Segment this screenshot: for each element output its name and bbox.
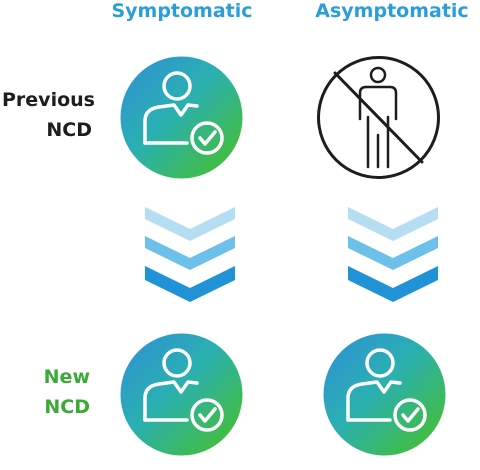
no-person-icon (316, 55, 441, 180)
row-label-new-line1: New (43, 366, 90, 388)
column-header-asymptomatic: Asymptomatic (315, 0, 469, 22)
row-label-previous-ncd: Previous NCD (2, 85, 95, 145)
row-label-previous-line2: NCD (46, 119, 92, 141)
person-check-icon (119, 332, 244, 457)
row-label-previous-line1: Previous (2, 89, 95, 111)
column-header-symptomatic: Symptomatic (111, 0, 253, 22)
person-check-icon (322, 332, 447, 457)
triple-chevron-down-icon (348, 207, 438, 302)
triple-chevron-down-icon (145, 207, 235, 302)
person-check-icon (119, 55, 244, 180)
row-label-new-ncd: New NCD (0, 362, 90, 422)
row-label-new-line2: NCD (44, 396, 90, 418)
